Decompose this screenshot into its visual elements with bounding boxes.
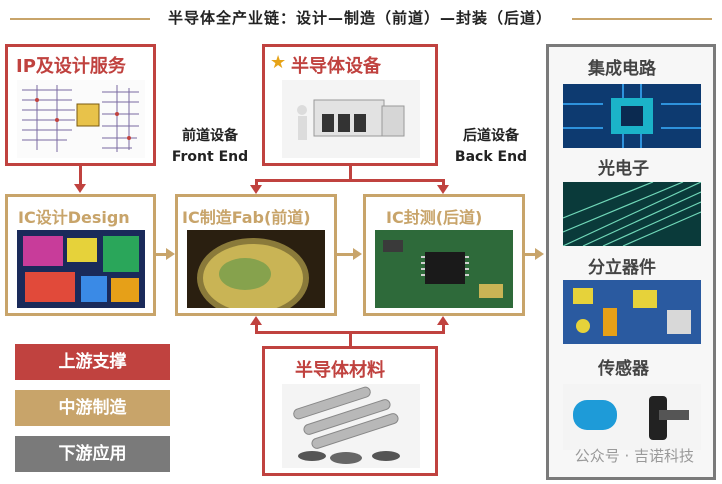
ic-fab-title: IC制造Fab(前道) [182,208,311,227]
arrow-fab-to-package [337,253,354,256]
arrow-materials-to-package [442,324,445,332]
arrow-package-to-apps-head [535,248,544,260]
equipment-image [282,80,420,158]
chip-board-image [375,230,513,308]
arrow-fab-to-package-head [353,248,362,260]
arrow-equipment-to-package [442,179,445,187]
application-2-title: 光电子 [598,159,649,179]
title-line-right [572,18,712,20]
arrow-materials-to-fab-head [250,316,262,325]
ip-design-title: IP及设计服务 [16,56,126,77]
arrow-materials-to-fab [255,324,258,332]
arrow-ip-to-design-head [74,184,86,193]
arrow-equipment-to-fab [255,179,258,187]
arrow-materials-bar [255,331,445,334]
integrated-circuit-image [563,84,701,148]
ip-design-box [5,44,156,166]
arrow-equipment-stem [349,166,352,180]
ic-design-title: IC设计Design [18,208,130,227]
arrow-equipment-to-package-head [437,185,449,194]
sensor-image [563,384,701,450]
page-title: 半导体全产业链：设计—制造（前道）—封装（后道） [167,9,552,27]
materials-box [262,346,438,476]
ic-fab-box [175,194,337,316]
arrow-design-to-fab-head [166,248,175,260]
arrow-equipment-bar [255,179,445,182]
materials-image [282,384,420,468]
arrow-package-to-apps [525,253,536,256]
schematic-image [17,80,145,158]
ic-design-box [5,194,156,316]
arrow-materials-stem [349,332,352,346]
legend-upstream: 上游支撑 [15,344,170,380]
application-4-title: 传感器 [598,359,649,379]
ic-package-box [363,194,525,316]
wafer-image [187,230,325,308]
equipment-box [262,44,438,166]
front-end-label-en: Front End [171,149,249,165]
back-end-label-cn: 后道设备 [463,128,519,144]
watermark: 公众号 · 吉诺科技 [574,447,694,465]
ic-layout-image [17,230,145,308]
optoelectronics-image [563,182,701,246]
arrow-design-to-fab [156,253,167,256]
legend-downstream: 下游应用 [15,436,170,472]
legend-midstream: 中游制造 [15,390,170,426]
ic-package-title: IC封测(后道) [386,208,483,227]
application-1-title: 集成电路 [588,59,656,79]
application-3-title: 分立器件 [588,258,656,278]
title-line-left [10,18,150,20]
arrow-materials-to-package-head [437,316,449,325]
discrete-devices-image [563,280,701,344]
equipment-title: 半导体设备 [291,56,381,77]
front-end-label-cn: 前道设备 [182,128,238,144]
arrow-ip-to-design [79,166,82,185]
back-end-label-en: Back End [454,149,528,165]
arrow-equipment-to-fab-head [250,185,262,194]
star-icon: ★ [270,52,287,73]
materials-title: 半导体材料 [295,360,385,381]
